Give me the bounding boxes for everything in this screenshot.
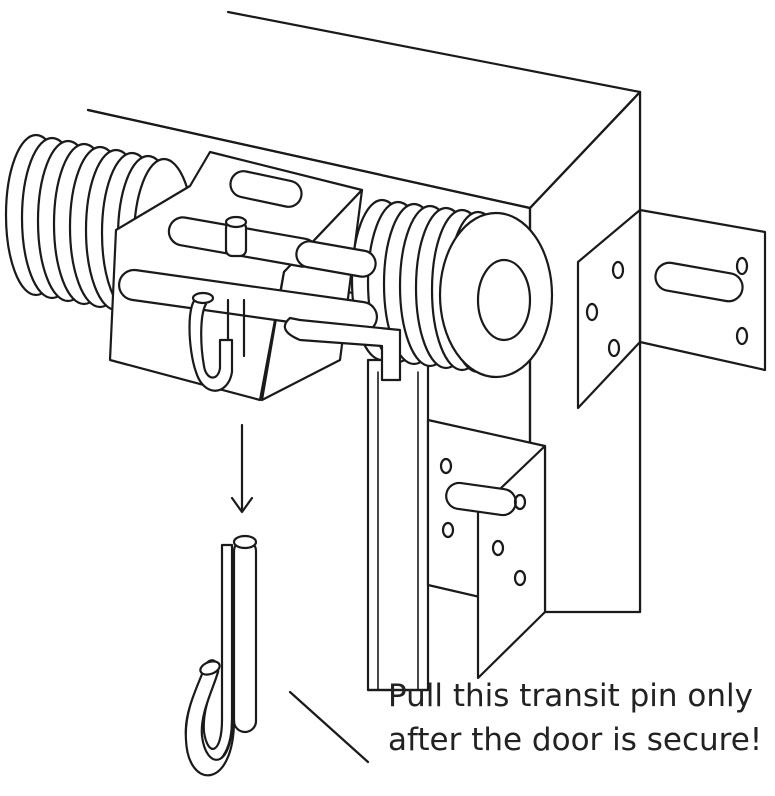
bracket-slot [654, 261, 744, 303]
lift-arm [283, 316, 402, 382]
bracket-top-slot [229, 170, 303, 208]
warning-caption: Pull this transit pin only after the doo… [388, 674, 773, 762]
transit-pin-removed [184, 534, 258, 777]
transit-pin-installed [188, 215, 248, 392]
callout-leader-line [288, 690, 370, 764]
lower-bracket [426, 418, 547, 680]
down-arrow-icon [230, 423, 254, 514]
right-wall-bracket [576, 208, 767, 410]
vertical-track [366, 358, 430, 692]
right-spring-coil [350, 198, 554, 379]
caption-line-2: after the door is secure! [388, 722, 763, 758]
caption-line-1: Pull this transit pin only [388, 678, 753, 714]
